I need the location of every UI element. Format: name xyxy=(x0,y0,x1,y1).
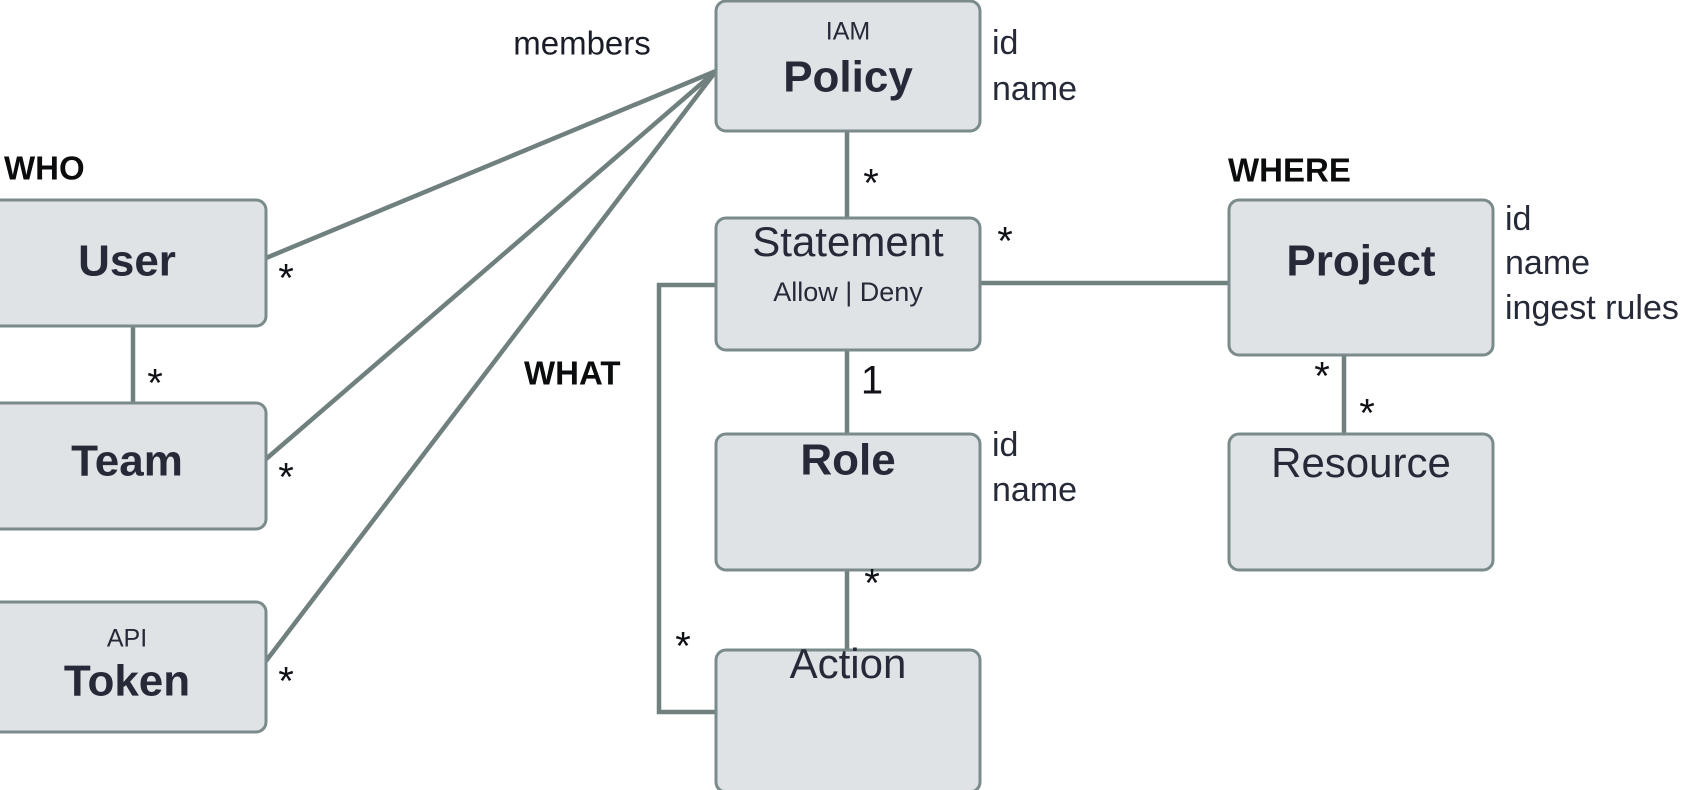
mult-policy-statement: * xyxy=(863,162,879,206)
mult-user-team: * xyxy=(147,362,163,406)
node-role-attributes: id name xyxy=(992,426,1077,509)
node-role-title: Role xyxy=(800,436,895,485)
node-project-box[interactable] xyxy=(1227,198,1495,357)
edge-label-members: members xyxy=(513,25,651,62)
node-action-title: Action xyxy=(790,640,907,687)
node-action[interactable]: Action xyxy=(714,640,982,790)
node-api-token-box[interactable] xyxy=(0,600,268,734)
group-label-where: WHERE xyxy=(1228,152,1351,189)
node-statement[interactable]: Statement Allow | Deny xyxy=(714,216,982,352)
edge-policy-user xyxy=(265,68,717,261)
role-attribute-name: name xyxy=(992,471,1077,509)
edge-policy-team xyxy=(264,69,718,461)
policy-attribute-id: id xyxy=(992,24,1018,62)
node-resource-box[interactable] xyxy=(1227,432,1495,572)
node-resource-title: Resource xyxy=(1271,439,1451,486)
edge-statement-action xyxy=(656,282,718,715)
node-user-box[interactable] xyxy=(0,198,268,328)
project-attribute-ingest-rules: ingest rules xyxy=(1505,289,1679,327)
mult-project-resource-top: * xyxy=(1314,355,1330,399)
node-api-token-kicker: API xyxy=(107,625,147,653)
policy-attribute-name: name xyxy=(992,70,1077,108)
node-policy[interactable]: IAM Policy xyxy=(714,0,982,133)
node-policy-kicker: IAM xyxy=(826,18,870,46)
node-user[interactable]: User xyxy=(0,198,268,328)
group-label-what: WHAT xyxy=(524,355,621,392)
node-policy-box[interactable] xyxy=(714,0,982,133)
node-statement-box[interactable] xyxy=(714,216,982,352)
mult-policy-api-token: * xyxy=(278,660,294,704)
node-statement-title: Statement xyxy=(752,218,944,265)
group-label-who: WHO xyxy=(4,150,85,187)
project-attribute-name: name xyxy=(1505,244,1590,282)
node-team-title: Team xyxy=(71,437,183,486)
mult-statement-action: * xyxy=(675,625,691,669)
node-statement-subtitle: Allow | Deny xyxy=(773,277,923,307)
node-api-token-title: Token xyxy=(64,657,190,706)
node-team[interactable]: Team xyxy=(0,401,268,531)
node-role[interactable]: Role xyxy=(714,432,982,572)
mult-statement-role: 1 xyxy=(861,359,883,403)
mult-role-action: * xyxy=(864,562,880,606)
node-project-attributes: id name ingest rules xyxy=(1505,200,1679,327)
node-action-box[interactable] xyxy=(714,648,982,790)
mult-statement-project: * xyxy=(997,220,1013,264)
node-api-token[interactable]: API Token xyxy=(0,600,268,734)
node-user-title: User xyxy=(78,237,176,286)
node-project[interactable]: Project xyxy=(1227,198,1495,357)
mult-project-resource-bottom: * xyxy=(1359,392,1375,436)
node-policy-title: Policy xyxy=(783,53,913,102)
node-role-box[interactable] xyxy=(714,432,982,572)
node-policy-attributes: id name xyxy=(992,24,1077,108)
edge-layer xyxy=(130,68,1347,715)
role-attribute-id: id xyxy=(992,426,1018,464)
project-attribute-id: id xyxy=(1505,200,1531,238)
mult-policy-user: * xyxy=(278,257,294,301)
edge-policy-api-token xyxy=(264,69,718,663)
mult-policy-team: * xyxy=(278,456,294,500)
edge-label-layer: members * * * * * * 1 * * * * xyxy=(147,25,1375,704)
node-project-title: Project xyxy=(1286,237,1436,286)
node-resource[interactable]: Resource xyxy=(1227,432,1495,572)
node-team-box[interactable] xyxy=(0,401,268,531)
